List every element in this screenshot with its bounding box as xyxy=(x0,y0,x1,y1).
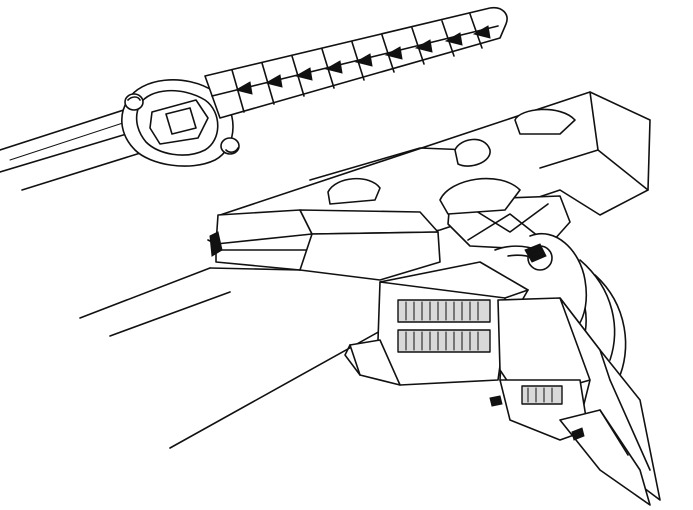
katana-sword-icon xyxy=(0,6,508,191)
arm-cable-joint xyxy=(439,177,627,381)
arm-shoulder-plates xyxy=(207,209,441,281)
arm-claw-finger xyxy=(489,297,661,506)
arm-forearm-beam xyxy=(79,267,401,449)
sword-guard xyxy=(121,79,240,167)
sword-blade xyxy=(0,107,151,191)
mechanical-claw-arm-icon xyxy=(79,91,661,506)
sword-handle xyxy=(204,6,508,119)
arm-knuckle-vents xyxy=(344,261,529,386)
